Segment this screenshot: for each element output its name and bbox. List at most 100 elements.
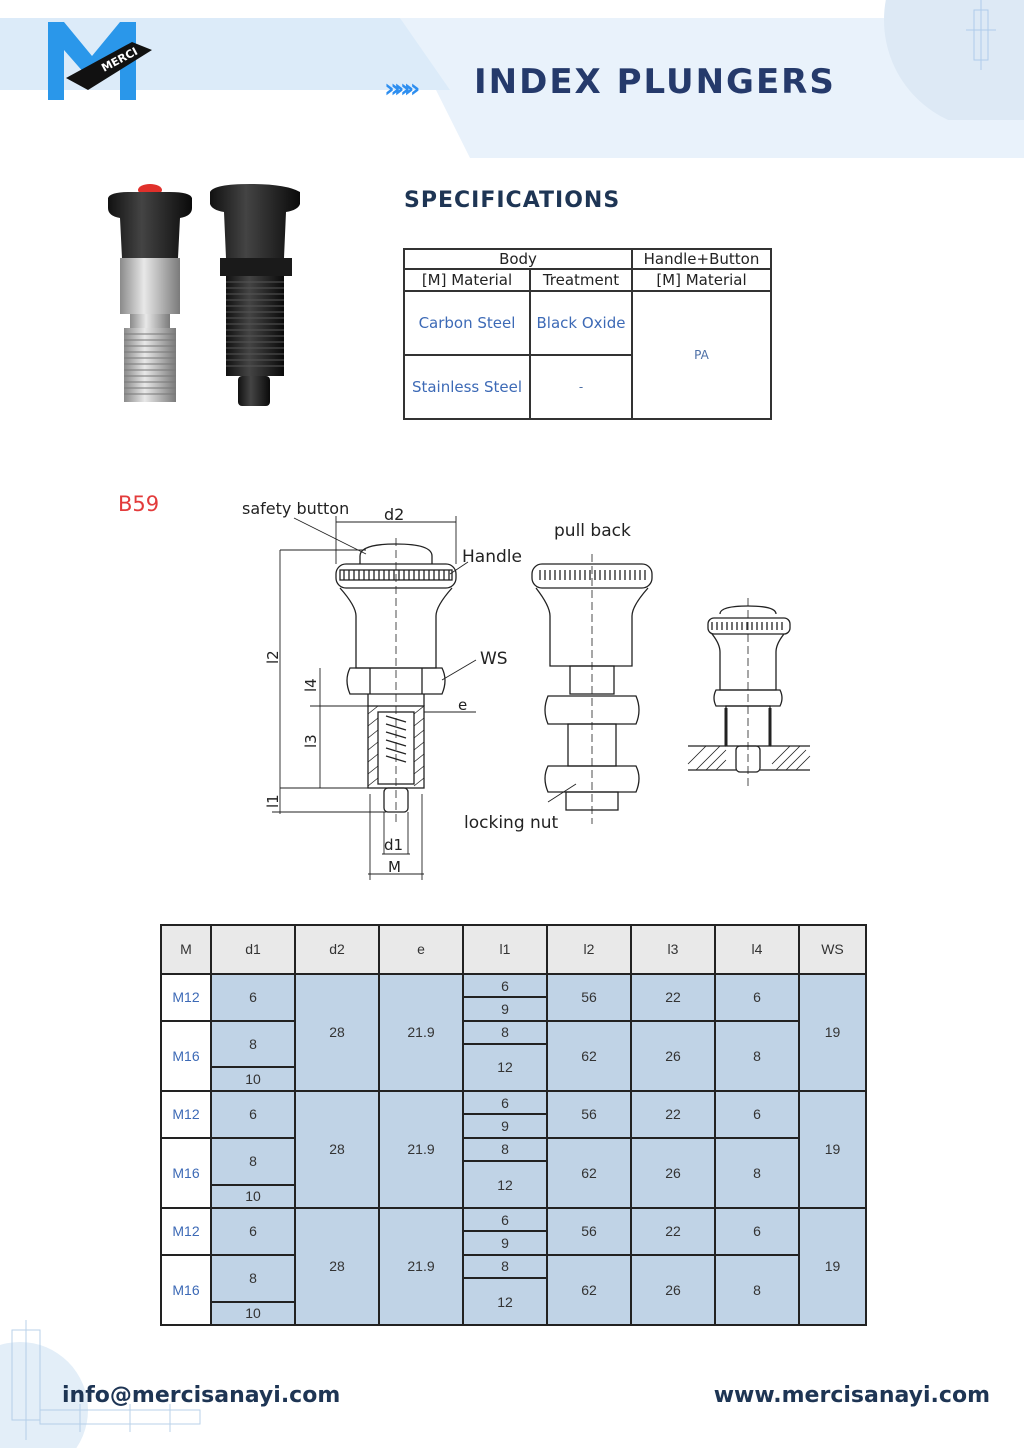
cell-m: M16 xyxy=(160,1136,212,1209)
cell-m: M16 xyxy=(160,1019,212,1092)
cell-l4: 6 xyxy=(714,972,800,1022)
cell-l1: 6 xyxy=(462,1089,548,1116)
cell-l2: 56 xyxy=(546,1089,632,1139)
cell-l1: 6 xyxy=(462,972,548,999)
table-row: 9 xyxy=(161,996,866,1022)
table-row: 12 xyxy=(161,1043,866,1092)
cell-l1: 12 xyxy=(462,1043,548,1092)
cell-l3: 26 xyxy=(630,1136,716,1209)
spec-header-material: [M] Material xyxy=(403,268,531,292)
table-row: 10 xyxy=(161,1300,866,1327)
cell-d1: 10 xyxy=(210,1183,296,1209)
cell-l1: 6 xyxy=(462,1206,548,1233)
cell-d1: 10 xyxy=(210,1066,296,1092)
label-l2: l2 xyxy=(264,650,282,664)
brand-logo: MERCI xyxy=(44,20,156,102)
cell-e: 21.9 xyxy=(378,1089,464,1209)
cell-ws: 19 xyxy=(798,1089,867,1209)
cell-d2: 28 xyxy=(294,1089,380,1209)
cell-l2: 62 xyxy=(546,1019,632,1092)
table-row: M12 6 28 21.9 6 56 22 6 19 xyxy=(160,972,867,1092)
cell-m: M12 xyxy=(160,1089,212,1139)
col-header: l1 xyxy=(462,924,548,975)
col-header: e xyxy=(378,924,464,975)
spec-treatment-cell: - xyxy=(529,354,633,420)
label-handle: Handle xyxy=(462,547,522,567)
cell-ws: 19 xyxy=(798,972,867,1092)
spec-header-handle-button: Handle+Button xyxy=(631,248,772,270)
spec-header-treatment: Treatment xyxy=(529,268,633,292)
label-safety-button: safety button xyxy=(242,499,349,518)
cell-d1: 6 xyxy=(210,972,296,1022)
cell-e: 21.9 xyxy=(378,1206,464,1327)
cell-m: M16 xyxy=(160,1253,212,1327)
table-row: 9 xyxy=(161,1113,866,1139)
col-header: l4 xyxy=(714,924,800,975)
cell-l3: 26 xyxy=(630,1253,716,1327)
cell-l1: 9 xyxy=(462,1230,548,1256)
footer-corner-decoration xyxy=(0,1320,201,1448)
col-header: M xyxy=(160,924,212,975)
table-row: 10 xyxy=(161,1066,866,1092)
spec-header-handle-material: [M] Material xyxy=(631,268,772,292)
table-row: 12 xyxy=(161,1160,866,1209)
table-row: M16 8 8 62 26 8 xyxy=(160,1253,866,1327)
cell-l1: 9 xyxy=(462,1113,548,1139)
label-ws: WS xyxy=(480,649,508,669)
dimensions-table: M d1 d2 e l1 l2 l3 l4 WS M12 6 28 21.9 6… xyxy=(160,924,867,1327)
cell-l1: 12 xyxy=(462,1160,548,1209)
label-d2: d2 xyxy=(384,505,404,524)
cell-d1: 10 xyxy=(210,1300,296,1327)
table-row: M16 8 8 62 26 8 xyxy=(160,1136,866,1209)
cell-d1: 6 xyxy=(210,1206,296,1256)
cell-l2: 62 xyxy=(546,1253,632,1327)
label-e: e xyxy=(458,696,467,714)
cell-l1: 12 xyxy=(462,1277,548,1326)
table-row: 10 xyxy=(161,1183,866,1209)
label-d1: d1 xyxy=(384,836,403,854)
label-l4: l4 xyxy=(302,678,320,692)
cell-l1: 9 xyxy=(462,996,548,1022)
col-header: l2 xyxy=(546,924,632,975)
model-code: B59 xyxy=(118,492,160,516)
spec-material-cell: Carbon Steel xyxy=(403,290,531,356)
cell-l1: 8 xyxy=(462,1136,548,1163)
cell-l4: 8 xyxy=(714,1019,800,1092)
technical-drawing: safety button d2 Handle pull back WS e l… xyxy=(242,499,811,880)
col-header: d2 xyxy=(294,924,380,975)
cell-l3: 22 xyxy=(630,1089,716,1139)
table-header-row: M d1 d2 e l1 l2 l3 l4 WS xyxy=(160,924,867,975)
table-row: M16 8 8 62 26 8 xyxy=(160,1019,866,1092)
cell-ws: 19 xyxy=(798,1206,867,1327)
table-row: M12 6 28 21.9 6 56 22 6 19 xyxy=(160,1089,867,1209)
table-row: M12 6 28 21.9 6 56 22 6 19 xyxy=(160,1206,867,1327)
cell-e: 21.9 xyxy=(378,972,464,1092)
cell-l4: 8 xyxy=(714,1253,800,1327)
table-row: 12 xyxy=(161,1277,866,1326)
spec-header-body: Body xyxy=(403,248,633,270)
footer-website-link[interactable]: www.mercisanayi.com xyxy=(713,1383,990,1408)
col-header: l3 xyxy=(630,924,716,975)
spec-material-cell: Stainless Steel xyxy=(403,354,531,420)
footer-email-link[interactable]: info@mercisanayi.com xyxy=(62,1383,341,1408)
cell-l3: 22 xyxy=(630,972,716,1022)
cell-l3: 22 xyxy=(630,1206,716,1256)
cell-l4: 8 xyxy=(714,1136,800,1209)
table-row: 9 xyxy=(161,1230,866,1256)
col-header: d1 xyxy=(210,924,296,975)
label-pull-back: pull back xyxy=(554,521,631,541)
page-title: INDEX PLUNGERS xyxy=(474,62,836,102)
cell-d1: 8 xyxy=(210,1019,296,1069)
cell-l4: 6 xyxy=(714,1089,800,1139)
corner-decoration xyxy=(884,0,1024,120)
label-l1: l1 xyxy=(264,794,282,808)
col-header: WS xyxy=(798,924,867,975)
arrows-icon: »»» xyxy=(384,74,420,104)
cell-d2: 28 xyxy=(294,972,380,1092)
cell-m: M12 xyxy=(160,1206,212,1256)
cell-d1: 6 xyxy=(210,1089,296,1139)
specifications-title: SPECIFICATIONS xyxy=(404,188,621,213)
cell-l1: 8 xyxy=(462,1019,548,1046)
label-m: M xyxy=(388,858,401,876)
cell-d1: 8 xyxy=(210,1136,296,1186)
